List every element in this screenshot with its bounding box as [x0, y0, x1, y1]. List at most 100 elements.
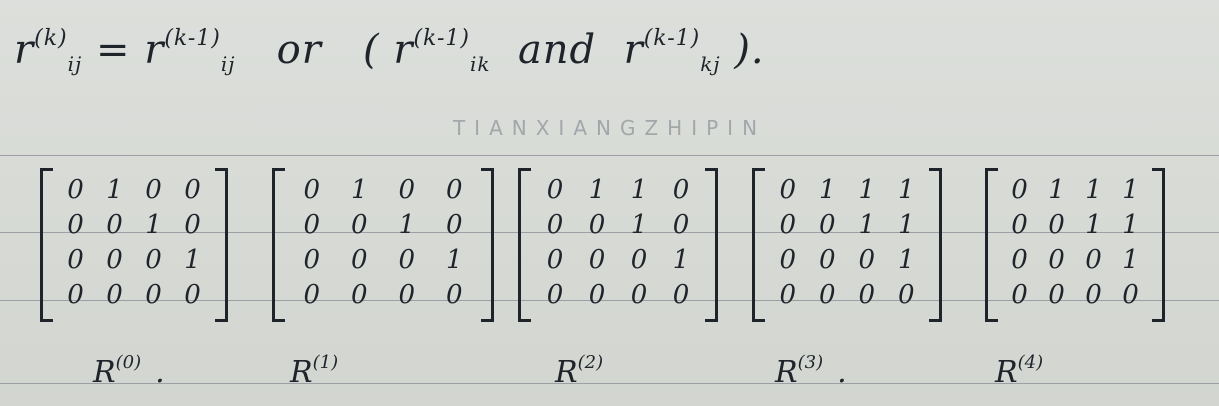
matrix-cell: 0 [546, 244, 564, 275]
left-bracket [40, 168, 53, 322]
notebook-brand-watermark: TIANXIANGZHIPIN [452, 116, 767, 140]
formula-term-1: r(k-1)ij [144, 26, 236, 76]
matrix-cell: 0 [630, 244, 648, 275]
formula-term-2: r(k-1)ik [393, 26, 491, 76]
matrix-cell: 1 [588, 174, 606, 205]
matrix-cell: 0 [67, 174, 84, 205]
matrix-cell: 0 [350, 279, 368, 310]
matrix-cell: 0 [1011, 279, 1028, 310]
formula-term-3: r(k-1)kj [623, 26, 721, 76]
matrix-cell: 0 [350, 209, 368, 240]
matrix-cell: 0 [184, 279, 201, 310]
matrix-cell: 0 [303, 209, 321, 240]
matrix-cell: 1 [1085, 174, 1102, 205]
matrix-cell: 0 [897, 279, 915, 310]
matrix-cell: 1 [858, 174, 876, 205]
matrix-cell: 0 [779, 244, 797, 275]
matrix-cell: 0 [1085, 279, 1102, 310]
right-bracket [1152, 168, 1165, 322]
matrix-cell: 1 [630, 209, 648, 240]
matrix-cell: 0 [818, 279, 836, 310]
matrix-cell: 0 [1048, 209, 1065, 240]
matrix-cell: 0 [546, 174, 564, 205]
matrix-cell: 0 [145, 174, 162, 205]
matrix-cell: 1 [445, 244, 463, 275]
matrix-cell: 0 [858, 244, 876, 275]
matrix-cell: 0 [1011, 174, 1028, 205]
matrix-cell: 0 [858, 279, 876, 310]
matrix-cell: 0 [445, 174, 463, 205]
matrix-cell: 1 [1122, 244, 1139, 275]
matrix-cell: 1 [145, 209, 162, 240]
matrix-cell: 0 [672, 279, 690, 310]
matrix-cell: 1 [858, 209, 876, 240]
matrix-cell: 0 [779, 279, 797, 310]
matrix-cell: 0 [106, 279, 123, 310]
matrix-cell: 0 [546, 209, 564, 240]
matrix-cell: 1 [630, 174, 648, 205]
matrix-cell: 0 [588, 279, 606, 310]
matrix-cell: 0 [398, 279, 416, 310]
matrix-cell: 0 [1011, 209, 1028, 240]
matrix-cell: 0 [398, 244, 416, 275]
matrix-cell: 0 [67, 279, 84, 310]
matrix-cell: 0 [818, 209, 836, 240]
matrix-cell: 0 [303, 174, 321, 205]
left-bracket [518, 168, 531, 322]
matrix-label: R(4) [995, 352, 1044, 390]
matrix-cell: 0 [303, 244, 321, 275]
matrix-label: R(2) [555, 352, 604, 390]
matrix-cell: 0 [1011, 244, 1028, 275]
matrix-cell: 0 [630, 279, 648, 310]
ruled-line [0, 300, 1219, 301]
matrix-cell: 1 [818, 174, 836, 205]
matrix-cell: 1 [1048, 174, 1065, 205]
matrix-cell: 0 [303, 279, 321, 310]
matrix-cell: 0 [588, 209, 606, 240]
matrix-cell: 0 [779, 209, 797, 240]
right-bracket [705, 168, 718, 322]
ruled-line [0, 155, 1219, 156]
formula-and: and [517, 27, 597, 73]
matrix-cell: 1 [897, 209, 915, 240]
formula-or: or [276, 27, 322, 73]
matrix-cell: 0 [818, 244, 836, 275]
matrix-cell: 0 [672, 209, 690, 240]
matrix-cell: 0 [398, 174, 416, 205]
matrix-cell: 0 [779, 174, 797, 205]
matrix-cell: 0 [106, 244, 123, 275]
matrix-cell: 0 [588, 244, 606, 275]
right-bracket [215, 168, 228, 322]
matrix-cell: 0 [145, 279, 162, 310]
matrix-cell: 1 [398, 209, 416, 240]
matrix-cell: 0 [184, 209, 201, 240]
matrix-cell: 1 [106, 174, 123, 205]
matrix-cell: 0 [546, 279, 564, 310]
formula-equals: = [95, 27, 131, 73]
matrix-cell: 0 [1048, 244, 1065, 275]
matrix-cell: 0 [106, 209, 123, 240]
matrix-cell: 0 [445, 209, 463, 240]
matrix-cell: 0 [184, 174, 201, 205]
matrix-cell: 0 [445, 279, 463, 310]
right-bracket [929, 168, 942, 322]
matrix-cell: 0 [145, 244, 162, 275]
matrix-cell: 0 [1122, 279, 1139, 310]
matrix-label: R(0). [93, 352, 165, 390]
matrix-cell: 1 [672, 244, 690, 275]
right-bracket [481, 168, 494, 322]
matrix-cell: 1 [184, 244, 201, 275]
matrix-cell: 0 [67, 244, 84, 275]
formula-paren-open: ( [362, 27, 380, 73]
matrix-cell: 0 [1085, 244, 1102, 275]
